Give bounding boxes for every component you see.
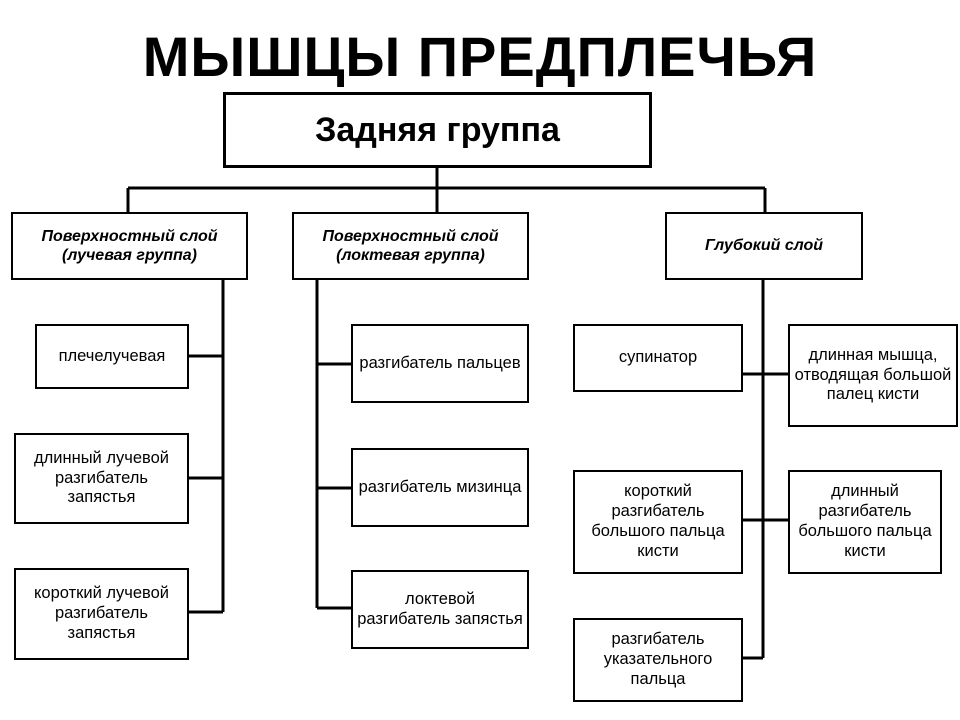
diagram-title: МЫШЦЫ ПРЕДПЛЕЧЬЯ	[142, 25, 818, 88]
muscle-box: длинный лучевой разгибатель запястья	[14, 433, 189, 524]
group-box-ulnar: Поверхностный слой (локтевая группа)	[292, 212, 529, 280]
muscle-box: плечелучевая	[35, 324, 189, 389]
muscle-box: разгибатель указательного пальца	[573, 618, 743, 702]
muscle-box: локтевой разгибатель запястья	[351, 570, 529, 649]
muscle-box: супинатор	[573, 324, 743, 392]
muscle-box: короткий разгибатель большого пальца кис…	[573, 470, 743, 574]
group-box-deep: Глубокий слой	[665, 212, 863, 280]
group-box-radial: Поверхностный слой (лучевая группа)	[11, 212, 248, 280]
muscle-box: разгибатель пальцев	[351, 324, 529, 403]
muscle-box: разгибатель мизинца	[351, 448, 529, 527]
muscle-box: длинная мышца, отводящая большой палец к…	[788, 324, 958, 427]
muscle-box: короткий лучевой разгибатель запястья	[14, 568, 189, 660]
root-box: Задняя группа	[223, 92, 652, 168]
muscle-box: длинный разгибатель большого пальца кист…	[788, 470, 942, 574]
